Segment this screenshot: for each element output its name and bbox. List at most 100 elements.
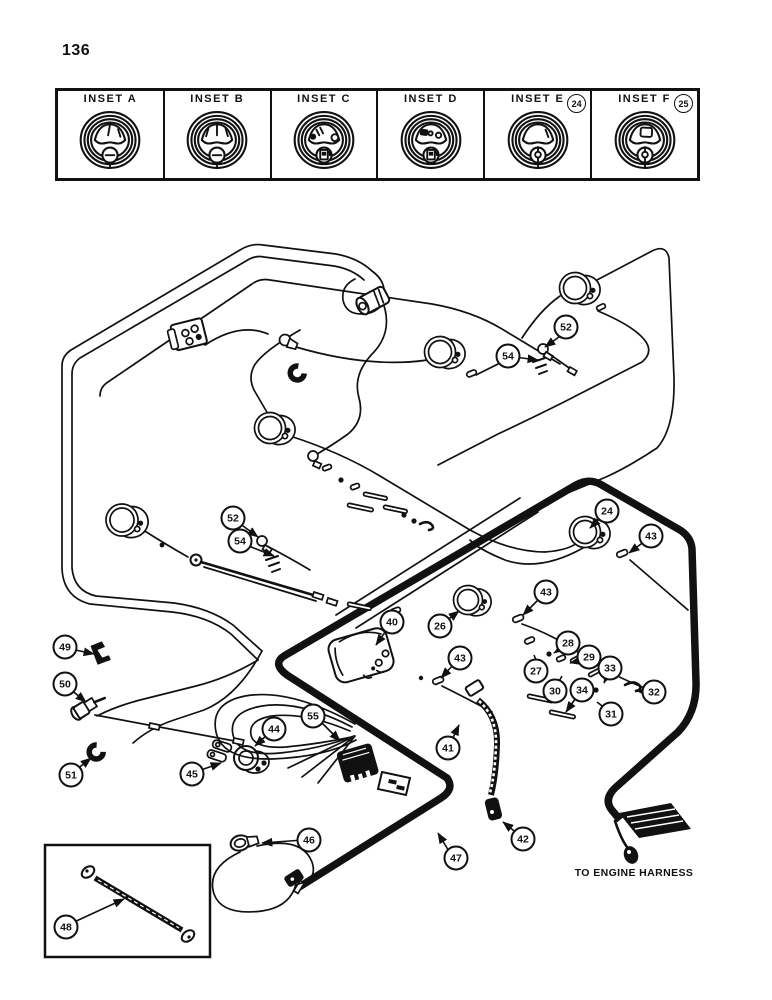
inset-c: INSET C [269, 91, 377, 178]
inset-c-label: INSET C [297, 93, 352, 105]
page-number: 136 [62, 42, 91, 59]
inset-f-label: INSET F [618, 93, 671, 105]
svg-text:45: 45 [186, 769, 198, 781]
gauge [105, 503, 149, 539]
inset-f-callout-badge: 25 [673, 94, 693, 113]
gauge-needle-icon [80, 111, 141, 169]
callout-52: 52 [220, 505, 246, 531]
engine-harness-connectors [613, 803, 691, 864]
main-harness-band [275, 477, 700, 895]
svg-text:26: 26 [434, 621, 446, 633]
svg-text:43: 43 [645, 531, 657, 543]
callout-51: 51 [58, 762, 84, 788]
gauge-plain-icon [507, 111, 569, 169]
callout-43: 43 [447, 645, 473, 671]
callout-41: 41 [435, 735, 461, 761]
gauge [558, 271, 601, 306]
bulbs-and-terminals [307, 450, 435, 532]
callout-34: 34 [569, 677, 595, 703]
callout-44: 44 [261, 716, 287, 742]
inset-d: INSET D [376, 91, 483, 178]
push-switch-50 [70, 696, 107, 721]
svg-text:44: 44 [268, 724, 280, 736]
inset-strip: INSET A INSET B INSET C [55, 88, 700, 181]
svg-text:31: 31 [605, 709, 617, 721]
switch-block [166, 317, 208, 352]
callout-45: 45 [179, 761, 205, 787]
svg-text:40: 40 [386, 617, 398, 629]
bulb-socket [278, 333, 299, 351]
svg-text:47: 47 [450, 853, 462, 865]
spade-terminal [147, 721, 161, 731]
svg-text:24: 24 [601, 506, 613, 518]
svg-text:48: 48 [60, 922, 72, 934]
callout-49: 49 [52, 634, 78, 660]
gauge-26 [452, 584, 492, 617]
gauge-segments-icon [186, 111, 248, 169]
inset-b: INSET B [162, 91, 270, 178]
svg-text:49: 49 [59, 642, 71, 654]
inset-e: INSET E 24 [483, 91, 590, 178]
inset-a-label: INSET A [83, 93, 138, 105]
svg-text:34: 34 [576, 685, 588, 697]
svg-text:30: 30 [549, 686, 561, 698]
inset-f: INSET F 25 [590, 91, 697, 178]
grommet-51 [86, 742, 106, 762]
callout-30: 30 [542, 678, 568, 704]
right-small-parts [418, 548, 642, 720]
callout-43: 43 [533, 579, 559, 605]
gauge-segment-icon [614, 111, 675, 169]
gauge-40 [327, 627, 395, 684]
svg-text:43: 43 [454, 653, 466, 665]
connector-wires [211, 842, 315, 913]
callout-33: 33 [597, 655, 623, 681]
flasher-unit [336, 743, 379, 783]
callout-29: 29 [576, 644, 602, 670]
svg-text:41: 41 [442, 743, 454, 755]
callout-55: 55 [300, 703, 326, 729]
svg-text:55: 55 [307, 711, 319, 723]
svg-text:50: 50 [59, 679, 71, 691]
svg-text:52: 52 [560, 322, 572, 334]
spade-terminal [231, 736, 245, 746]
callout-32: 32 [641, 679, 667, 705]
svg-text:27: 27 [530, 666, 542, 678]
gauge [253, 411, 296, 446]
callout-42: 42 [510, 826, 536, 852]
inset-b-label: INSET B [190, 93, 245, 105]
bulb-ground-wire-upper [465, 303, 607, 378]
svg-text:52: 52 [227, 513, 239, 525]
callout-54: 54 [227, 528, 253, 554]
ground-strap-inset [43, 843, 212, 959]
callout-52: 52 [553, 314, 579, 340]
svg-text:46: 46 [303, 835, 315, 847]
wire-loops [214, 693, 357, 784]
bulb-ground-wire-lower [159, 535, 402, 615]
clip-49 [90, 641, 111, 665]
inset-e-label: INSET E [511, 93, 565, 105]
svg-text:51: 51 [65, 770, 77, 782]
round-connector [229, 834, 260, 852]
gauge-fuel-dots-icon [293, 111, 355, 169]
inset-e-callout-badge: 24 [567, 94, 587, 113]
callout-27: 27 [523, 658, 549, 684]
fuel-sender-hose [464, 679, 503, 821]
flasher-bracket [376, 770, 412, 797]
callout-24: 24 [594, 498, 620, 524]
callout-48: 48 [53, 914, 79, 940]
svg-text:33: 33 [604, 663, 616, 675]
gauge [423, 335, 466, 370]
callout-47: 47 [443, 845, 469, 871]
callout-28: 28 [555, 630, 581, 656]
grommet [287, 363, 308, 383]
svg-text:42: 42 [517, 834, 529, 846]
callout-46: 46 [296, 827, 322, 853]
callout-54: 54 [495, 343, 521, 369]
svg-text:32: 32 [648, 687, 660, 699]
callout-26: 26 [427, 613, 453, 639]
svg-text:28: 28 [562, 638, 574, 650]
gauge-fuel-multi-icon [400, 111, 462, 169]
callout-31: 31 [598, 701, 624, 727]
